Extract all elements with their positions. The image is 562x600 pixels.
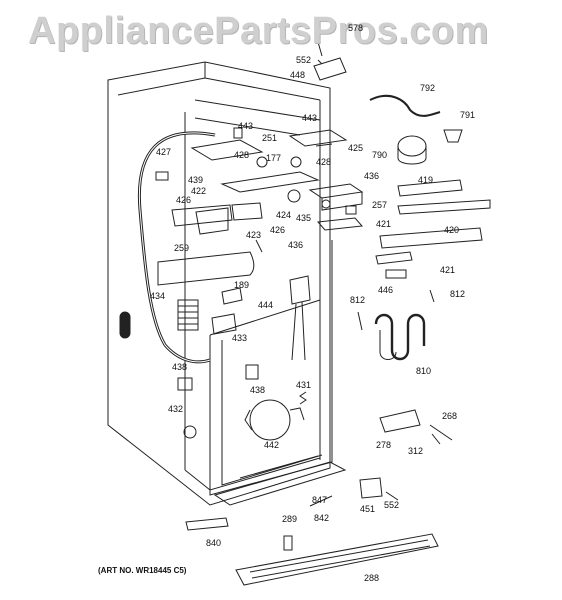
part-label-257: 257 — [372, 200, 388, 210]
part-label-426: 426 — [176, 195, 192, 205]
part-label-426-b: 426 — [270, 225, 286, 235]
part-label-451: 451 — [360, 504, 376, 514]
part-label-840: 840 — [206, 538, 222, 548]
art-number: (ART NO. WR18445 C5) — [98, 566, 187, 575]
part-label-428: 428 — [234, 150, 250, 160]
part-label-189: 189 — [234, 280, 250, 290]
part-label-438-b: 438 — [250, 385, 266, 395]
part-label-421: 421 — [376, 219, 392, 229]
part-label-278: 278 — [376, 440, 392, 450]
part-label-578: 578 — [348, 23, 364, 33]
part-label-428-b: 428 — [316, 157, 332, 167]
part-label-812: 812 — [350, 295, 366, 305]
part-label-847: 847 — [312, 495, 328, 505]
part-label-790: 790 — [372, 150, 388, 160]
part-label-434: 434 — [150, 291, 166, 301]
part-label-177: 177 — [266, 153, 282, 163]
part-label-842: 842 — [314, 513, 330, 523]
part-label-438: 438 — [172, 362, 188, 372]
part-label-421-b: 421 — [440, 265, 456, 275]
part-label-420: 420 — [444, 225, 460, 235]
part-label-448: 448 — [290, 70, 306, 80]
part-label-812-b: 812 — [450, 289, 466, 299]
part-label-312: 312 — [408, 446, 424, 456]
part-label-419: 419 — [418, 175, 434, 185]
part-label-810: 810 — [416, 366, 432, 376]
part-label-259: 259 — [174, 243, 190, 253]
part-label-432: 432 — [168, 404, 184, 414]
part-label-268: 268 — [442, 411, 458, 421]
part-label-443-b: 443 — [302, 113, 318, 123]
part-label-425: 425 — [348, 143, 364, 153]
part-label-442: 442 — [264, 440, 280, 450]
cabinet-outline — [107, 61, 331, 506]
part-label-423: 423 — [246, 230, 262, 240]
part-label-422: 422 — [191, 186, 207, 196]
part-label-439: 439 — [188, 175, 204, 185]
part-label-791: 791 — [460, 110, 476, 120]
part-label-446: 446 — [378, 285, 394, 295]
part-label-251: 251 — [262, 133, 278, 143]
part-label-433: 433 — [232, 333, 248, 343]
part-label-427: 427 — [156, 147, 172, 157]
part-label-444: 444 — [258, 300, 274, 310]
part-label-436-b: 436 — [288, 240, 304, 250]
part-label-431: 431 — [296, 380, 312, 390]
site-watermark: AppliancePartsPros.com — [28, 10, 489, 52]
part-label-436: 436 — [364, 171, 380, 181]
part-label-443: 443 — [238, 121, 254, 131]
part-label-424: 424 — [276, 210, 292, 220]
kick-plate — [235, 533, 439, 586]
part-label-289: 289 — [282, 514, 298, 524]
part-label-552: 552 — [296, 55, 312, 65]
part-label-288: 288 — [364, 573, 380, 583]
part-label-552-b: 552 — [384, 500, 400, 510]
part-label-792: 792 — [420, 83, 436, 93]
part-label-435: 435 — [296, 213, 312, 223]
